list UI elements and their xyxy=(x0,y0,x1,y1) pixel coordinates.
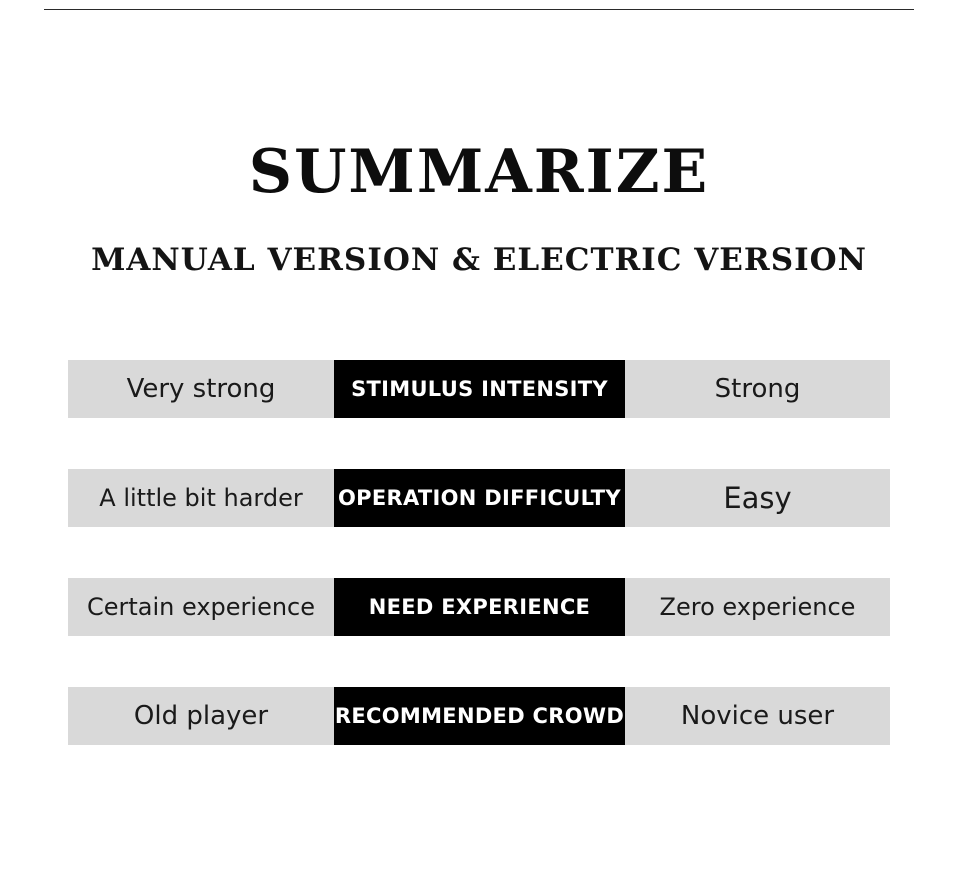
page-subtitle: MANUAL VERSION & ELECTRIC VERSION xyxy=(91,242,867,278)
comparison-row-need-experience: Certain experience NEED EXPERIENCE Zero … xyxy=(68,578,890,636)
electric-value: Zero experience xyxy=(625,578,890,636)
comparison-table: Very strong STIMULUS INTENSITY Strong A … xyxy=(68,360,890,796)
manual-value: A little bit harder xyxy=(68,469,334,527)
manual-value: Very strong xyxy=(68,360,334,418)
category-label: STIMULUS INTENSITY xyxy=(334,360,625,418)
manual-value: Certain experience xyxy=(68,578,334,636)
category-label: NEED EXPERIENCE xyxy=(334,578,625,636)
category-label: OPERATION DIFFICULTY xyxy=(334,469,625,527)
page-title: SUMMARIZE xyxy=(248,137,710,207)
category-label: RECOMMENDED CROWD xyxy=(334,687,625,745)
comparison-row-recommended-crowd: Old player RECOMMENDED CROWD Novice user xyxy=(68,687,890,745)
comparison-row-operation-difficulty: A little bit harder OPERATION DIFFICULTY… xyxy=(68,469,890,527)
comparison-row-stimulus-intensity: Very strong STIMULUS INTENSITY Strong xyxy=(68,360,890,418)
electric-value: Strong xyxy=(625,360,890,418)
electric-value: Easy xyxy=(625,469,890,527)
electric-value: Novice user xyxy=(625,687,890,745)
top-divider xyxy=(44,9,914,10)
manual-value: Old player xyxy=(68,687,334,745)
